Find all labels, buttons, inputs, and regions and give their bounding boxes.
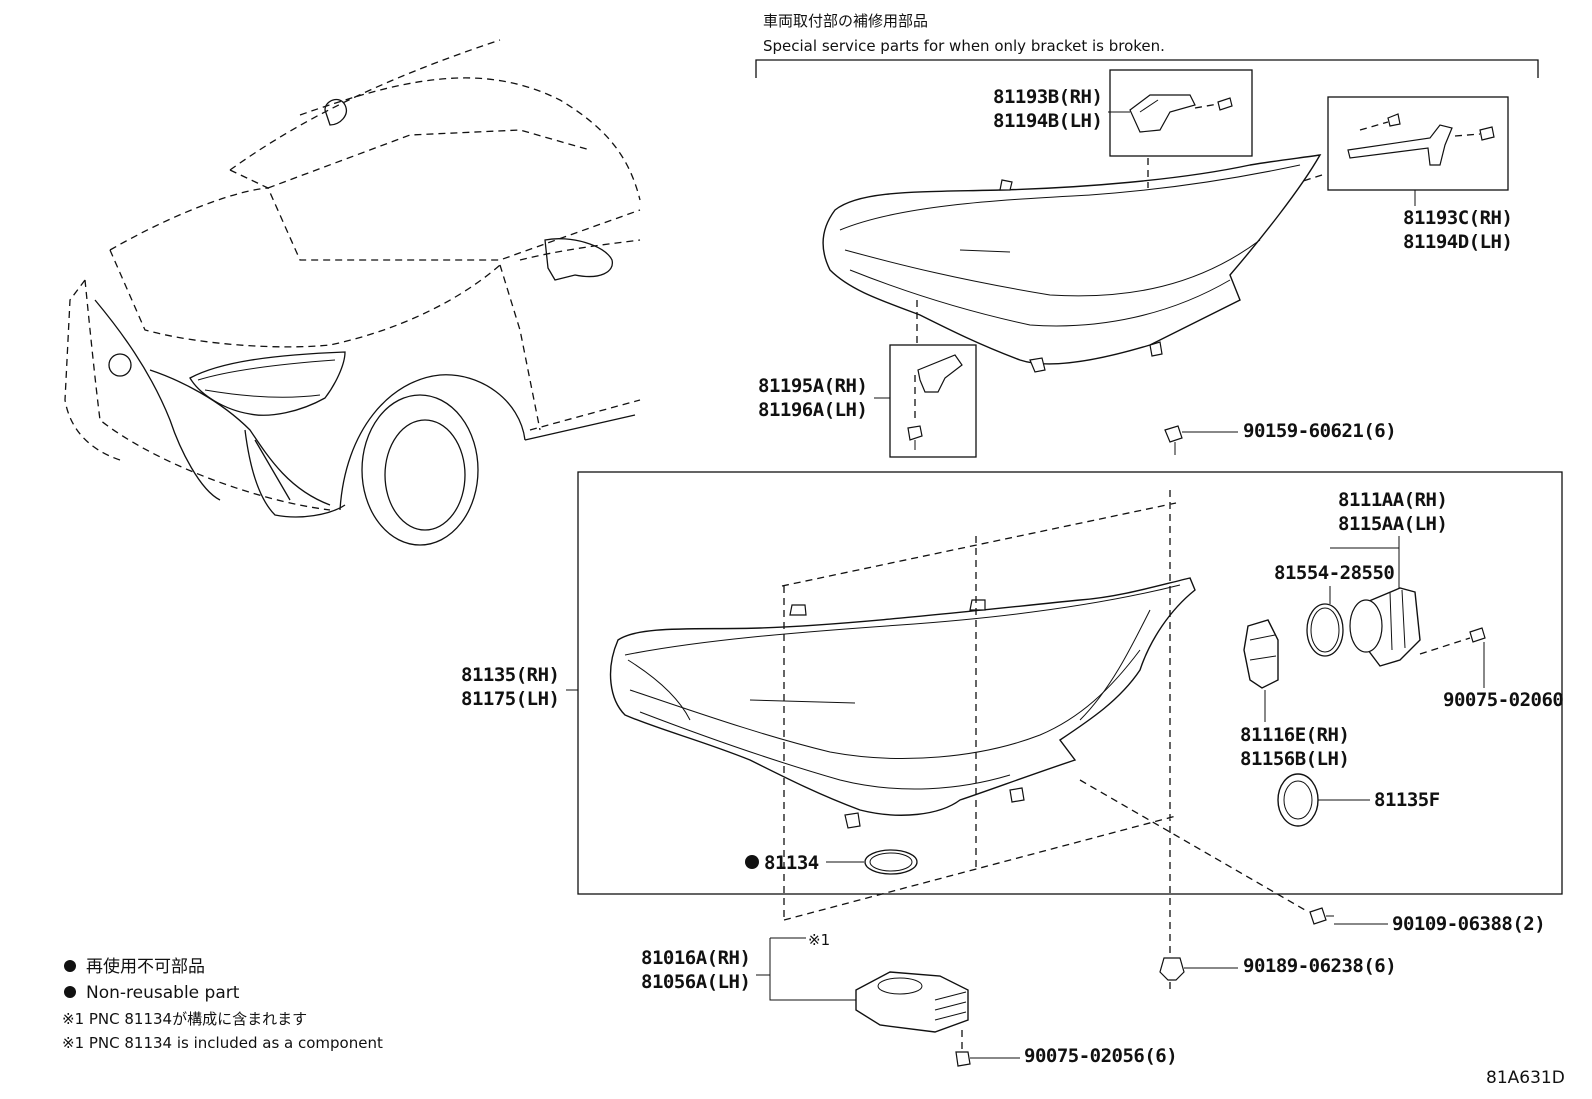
bracket-box-81193b bbox=[1109, 69, 1253, 157]
legend-bullet-1 bbox=[64, 960, 76, 972]
label-8111aa[interactable]: 8111AA(RH) bbox=[1338, 489, 1448, 511]
label-81194d[interactable]: 81194D(LH) bbox=[1403, 231, 1513, 253]
label-81554[interactable]: 81554-28550 bbox=[1274, 562, 1395, 584]
label-90189[interactable]: 90189-06238(6) bbox=[1243, 955, 1397, 977]
bracket-box-81195a bbox=[889, 344, 977, 458]
bracket-81193c-icon bbox=[1347, 113, 1495, 166]
service-parts-bracket bbox=[755, 59, 1539, 78]
legend-en-component: ※1 PNC 81134 is included as a component bbox=[62, 1034, 383, 1052]
non-reusable-marker-81134 bbox=[745, 855, 759, 869]
header-title-jp: 車両取付部の補修用部品 bbox=[763, 12, 928, 30]
label-81196a[interactable]: 81196A(LH) bbox=[758, 399, 868, 421]
headlamp-main-view bbox=[609, 577, 1196, 829]
cap-81135f-icon bbox=[1277, 773, 1319, 827]
label-81194b[interactable]: 81194B(LH) bbox=[993, 110, 1103, 132]
label-81135[interactable]: 81135(RH) bbox=[461, 664, 560, 686]
label-81134[interactable]: 81134 bbox=[764, 852, 819, 874]
ballast-81016a-icon bbox=[855, 971, 969, 1033]
label-8115aa[interactable]: 8115AA(LH) bbox=[1338, 513, 1448, 535]
label-81175[interactable]: 81175(LH) bbox=[461, 688, 560, 710]
label-81156b[interactable]: 81156B(LH) bbox=[1240, 748, 1350, 770]
header-title-en: Special service parts for when only brac… bbox=[763, 37, 1165, 55]
headlamp-upper-view bbox=[822, 154, 1322, 373]
label-90075-02060[interactable]: 90075-02060 bbox=[1443, 689, 1564, 711]
assembly-box bbox=[577, 471, 1563, 895]
label-81056a[interactable]: 81056A(LH) bbox=[641, 971, 751, 993]
retainer-81116e-icon bbox=[1243, 619, 1279, 689]
oring-81554-icon bbox=[1306, 603, 1344, 657]
diagram-code: 81A631D bbox=[1486, 1068, 1565, 1088]
label-90075-02056[interactable]: 90075-02056(6) bbox=[1024, 1045, 1178, 1067]
legend-en-nonreusable: Non-reusable part bbox=[86, 983, 240, 1003]
label-81116e[interactable]: 81116E(RH) bbox=[1240, 724, 1350, 746]
legend-jp-component: ※1 PNC 81134が構成に含まれます bbox=[62, 1010, 307, 1028]
screw-90075-02056-icon bbox=[955, 1030, 971, 1067]
screw-90075-02060-icon bbox=[1419, 627, 1486, 655]
label-81193c[interactable]: 81193C(RH) bbox=[1403, 207, 1513, 229]
label-81193b[interactable]: 81193B(RH) bbox=[993, 86, 1103, 108]
bracket-81195a-icon bbox=[907, 354, 963, 450]
screw-90159-icon bbox=[1164, 425, 1183, 455]
vehicle-front-illustration bbox=[64, 39, 641, 546]
screw-90109-icon bbox=[1309, 907, 1334, 925]
label-81135f[interactable]: 81135F bbox=[1374, 789, 1440, 811]
gasket-81134-inner bbox=[869, 852, 913, 872]
label-81195a[interactable]: 81195A(RH) bbox=[758, 375, 868, 397]
bulb-socket-8111aa-icon bbox=[1349, 587, 1421, 667]
label-90109[interactable]: 90109-06388(2) bbox=[1392, 913, 1546, 935]
gasket-81134-icon bbox=[864, 849, 918, 875]
legend: 再使用不可部品 Non-reusable part ※1 PNC 81134が構… bbox=[62, 956, 383, 1052]
leader-81193c bbox=[1299, 174, 1323, 183]
label-81016a[interactable]: 81016A(RH) bbox=[641, 947, 751, 969]
legend-bullet-2 bbox=[64, 986, 76, 998]
bracket-box-81193c bbox=[1327, 96, 1509, 191]
oring-81554-inner bbox=[1310, 607, 1340, 653]
legend-jp-nonreusable: 再使用不可部品 bbox=[86, 956, 205, 977]
bracket-81193b-icon bbox=[1129, 94, 1233, 133]
label-90159[interactable]: 90159-60621(6) bbox=[1243, 420, 1397, 442]
note-ref-marker: ※1 bbox=[808, 931, 830, 949]
clip-90189-icon bbox=[1159, 957, 1185, 981]
